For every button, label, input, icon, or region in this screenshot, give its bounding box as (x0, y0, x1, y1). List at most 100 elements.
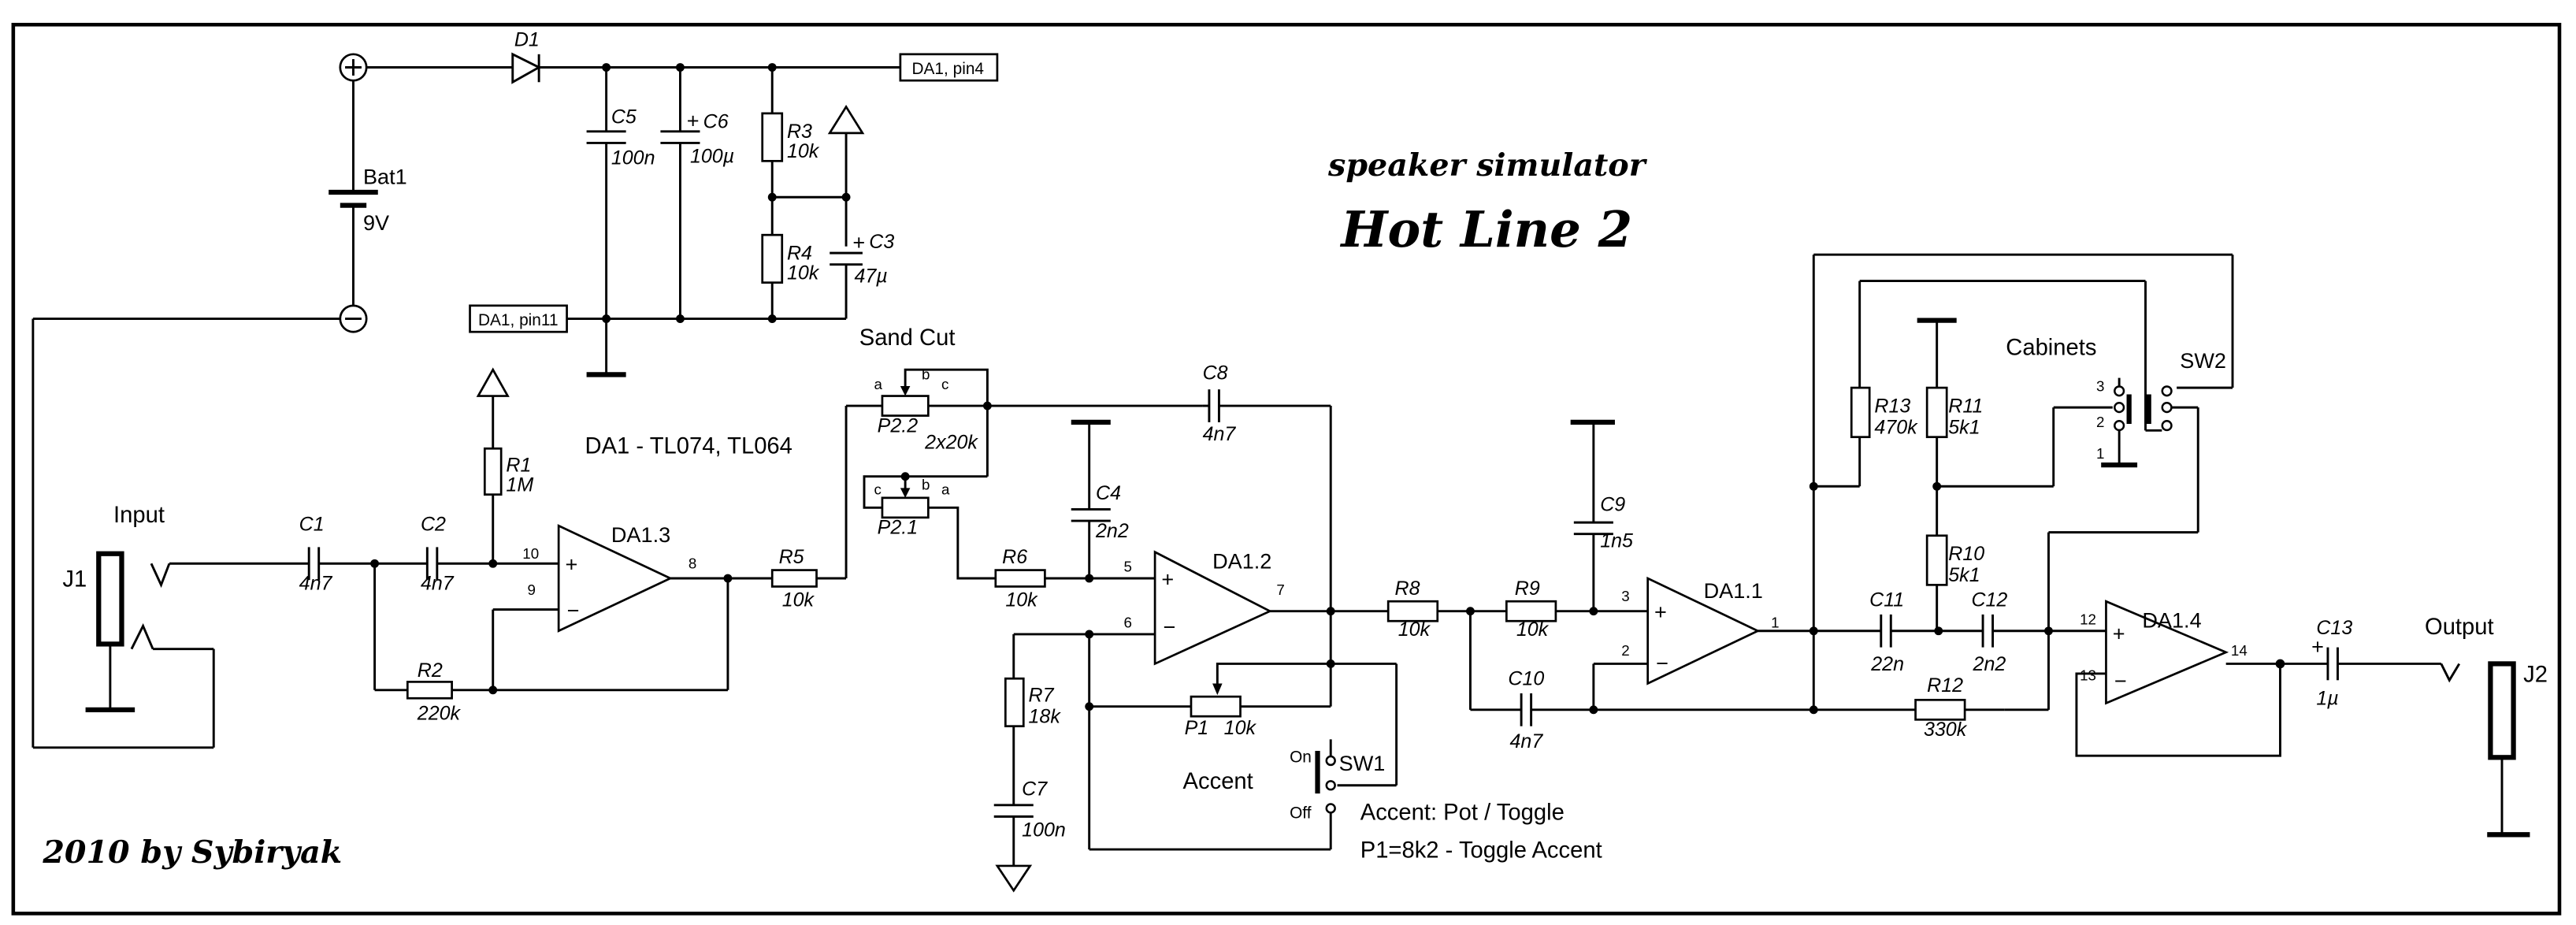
pin11-label: DA1, pin11 (478, 311, 559, 329)
c7-value: 100n (1022, 819, 1066, 841)
signature: 2010 by Sybiryak (42, 834, 342, 871)
title-main: Hot Line 2 (1339, 200, 1632, 258)
da11-pin-plus: 3 (1621, 588, 1629, 604)
diode-d1: D1 (511, 28, 542, 84)
da12-pin-out: 7 (1276, 581, 1284, 598)
c3-value: 47µ (854, 266, 887, 288)
toggle-switch-sw2[interactable]: 3 2 1 SW2 (2096, 348, 2226, 468)
ic-note: DA1 - TL074, TL064 (585, 434, 792, 459)
r3-value: 10k (787, 140, 820, 162)
da13-label: DA1.3 (611, 522, 670, 547)
resistor-r5: R5 10k (770, 546, 818, 611)
p22-pin-a: a (874, 376, 883, 392)
r11-label: R11 (1948, 395, 1983, 417)
c7-label: C7 (1022, 778, 1048, 800)
c13-plus: + (2311, 634, 2324, 659)
opamp-da1-4: + − DA1.4 12 13 14 (2080, 600, 2248, 705)
p21-pin-a: a (941, 481, 950, 498)
c10-value: 4n7 (1510, 730, 1544, 752)
resistor-r13: R13 470k (1850, 280, 1918, 487)
d1-label: D1 (514, 28, 540, 50)
c6-label: C6 (703, 111, 729, 133)
da13-pin-minus: 9 (528, 581, 536, 598)
cabinets-label: Cabinets (2006, 335, 2096, 360)
da12-pin-plus: 5 (1123, 559, 1131, 575)
pin4-label: DA1, pin4 (911, 60, 984, 78)
c5-value: 100n (611, 147, 655, 169)
c12-value: 2n2 (1973, 653, 2006, 675)
c3-plus: + (852, 230, 865, 254)
pot-p1-accent[interactable]: P1 10k (1185, 662, 1331, 739)
da11-plus: + (1654, 600, 1667, 624)
c6-value: 100µ (690, 145, 734, 167)
opamp-da1-3: + − DA1.3 10 9 8 (522, 522, 696, 633)
c11-value: 22n (1870, 653, 1904, 675)
capacitor-c1: C1 4n7 (299, 514, 333, 595)
r5-value: 10k (782, 589, 815, 611)
resistor-r4: R4 10k (761, 233, 820, 319)
capacitor-c9: C9 1n5 (1570, 419, 1633, 611)
da13-pin-out: 8 (689, 555, 696, 571)
input-jack-j1[interactable]: J1 Input (62, 503, 171, 712)
r1-label: R1 (506, 454, 531, 476)
pot-p2-1[interactable]: c b a P2.1 (863, 475, 950, 539)
c10-label: C10 (1508, 668, 1544, 690)
p2-value: 2x20k (924, 431, 978, 453)
c6-plus: + (687, 109, 700, 133)
resistor-r1: R1 1M (476, 367, 533, 564)
pin4-label-box (899, 53, 999, 82)
resistor-r9: R9 10k (1505, 578, 1557, 641)
drawing-frame (11, 22, 2562, 916)
r4-label: R4 (787, 242, 812, 264)
p22-pin-b: b (922, 366, 930, 383)
capacitor-c7: C7 100n (993, 778, 1066, 893)
resistor-r6: R6 10k (994, 546, 1046, 611)
toggle-switch-sw1[interactable]: On Off SW1 (1290, 739, 1385, 822)
accent-note-line2: P1=8k2 - Toggle Accent (1360, 838, 1602, 864)
r6-label: R6 (1002, 546, 1027, 568)
accent-label: Accent (1183, 769, 1253, 794)
r8-label: R8 (1395, 578, 1420, 600)
r7-value: 18k (1029, 706, 1062, 728)
r9-value: 10k (1516, 619, 1550, 641)
r7-label: R7 (1029, 684, 1055, 706)
da11-label: DA1.1 (1704, 578, 1763, 603)
sw2-pin-3: 3 (2096, 377, 2104, 394)
p22-pin-c: c (941, 376, 948, 392)
resistor-r8: R8 10k (1386, 578, 1439, 641)
c8-label: C8 (1203, 362, 1228, 384)
capacitor-c13: + C13 1µ (2311, 617, 2352, 710)
r11-value: 5k1 (1948, 417, 1980, 439)
r13-value: 470k (1874, 417, 1918, 439)
r13-label: R13 (1874, 395, 1910, 417)
j2-label: J2 (2523, 662, 2548, 687)
bat1-label: Bat1 (363, 165, 407, 189)
sw1-off-label: Off (1290, 804, 1312, 822)
sw2-pin-1: 1 (2096, 445, 2104, 462)
c11-label: C11 (1869, 589, 1904, 611)
r3-label: R3 (787, 121, 812, 143)
bat1-value: 9V (363, 210, 389, 235)
r6-value: 10k (1005, 589, 1038, 611)
c13-value: 1µ (2316, 688, 2338, 710)
r2-label: R2 (418, 659, 443, 682)
pot-p2-2[interactable]: a b c P2.2 (874, 366, 989, 437)
da14-pin-minus: 13 (2080, 667, 2096, 683)
r10-label: R10 (1948, 543, 1984, 565)
r2-value: 220k (417, 702, 462, 724)
capacitor-c4: C4 2n2 (1071, 419, 1129, 579)
da13-plus: + (565, 552, 577, 577)
resistor-r12: R12 330k (1914, 674, 1968, 741)
r4-value: 10k (787, 262, 820, 284)
capacitor-c3: + C3 47µ (830, 230, 894, 319)
accent-note-line1: Accent: Pot / Toggle (1360, 801, 1565, 826)
output-label: Output (2425, 615, 2494, 640)
sw1-label: SW1 (1339, 751, 1386, 775)
c13-label: C13 (2316, 617, 2352, 639)
p1-value: 10k (1224, 717, 1257, 739)
resistor-r10: R10 5k1 (1925, 534, 1984, 631)
j1-label: J1 (62, 567, 87, 592)
c4-value: 2n2 (1095, 520, 1129, 542)
output-jack-j2[interactable]: J2 Output (2425, 615, 2548, 838)
